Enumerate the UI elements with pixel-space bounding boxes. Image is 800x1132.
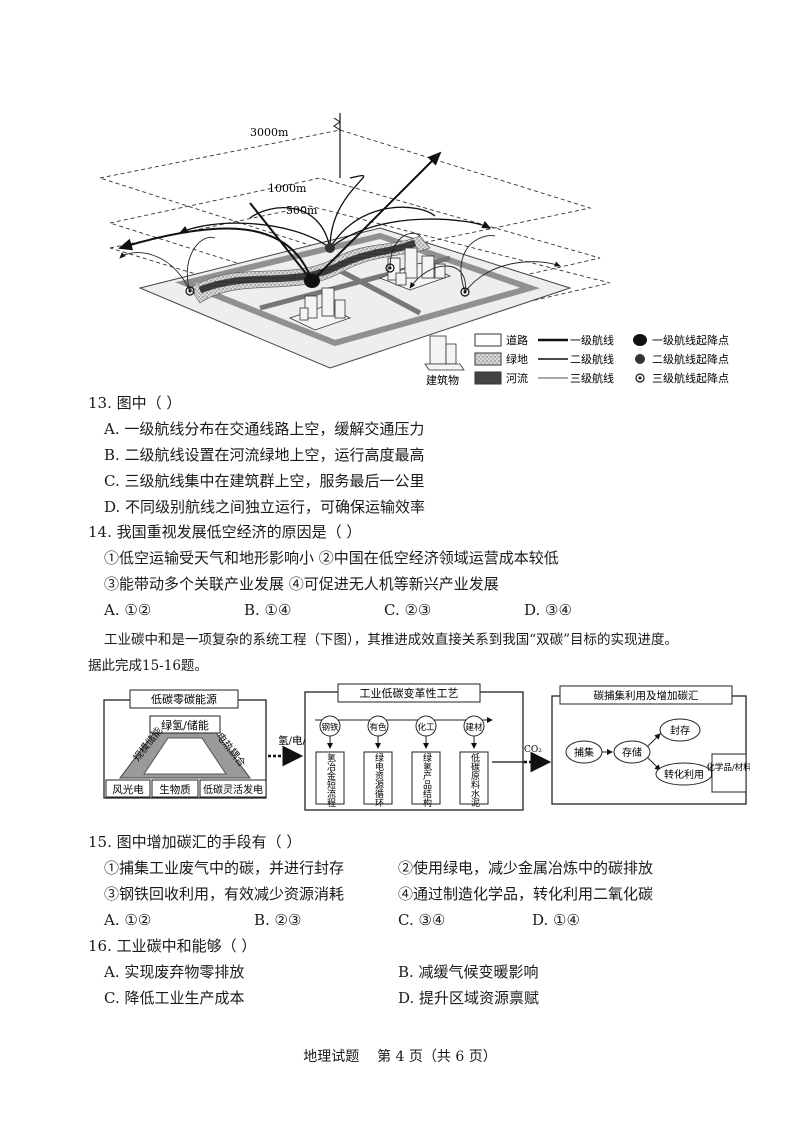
route-level-2: [178, 174, 492, 249]
q16-option-b: B. 减缓气候变暖影响: [398, 963, 539, 981]
q16-option-c: C. 降低工业生产成本: [104, 989, 245, 1007]
legend-point1: 一级航线起降点: [652, 333, 729, 347]
q14-stem: 14. 我国重视发展低空经济的原因是（ ）: [88, 523, 362, 541]
box1-title: 低碳零碳能源: [151, 692, 217, 706]
legend-river-swatch: [474, 371, 502, 385]
node-chemicals-box: [711, 753, 747, 793]
figure-airspace-routes: 3000m 1000m 500m 建筑物 道路 绿地 河流 一级航线 二级航线 …: [90, 108, 750, 398]
result-box-nonferrous: [363, 751, 393, 805]
q13-option-d: D. 不同级别航线之间独立运行，可确保运输效率: [104, 498, 426, 516]
green-hydrogen-box: [149, 715, 221, 734]
svg-text:捕集: 捕集: [574, 746, 594, 759]
legend-point2-swatch: [635, 354, 645, 364]
q16-option-a: A. 实现废弃物零排放: [104, 963, 245, 981]
level-1-point: [304, 274, 320, 288]
arrow2-label: CO₂: [524, 745, 542, 755]
result-box-chemical: [411, 751, 441, 805]
wind-solar-label: 风光电: [112, 783, 144, 796]
result-steel: 氢冶金短流程: [325, 752, 336, 808]
building-cluster-a: [288, 287, 352, 331]
node-storage: [613, 740, 651, 764]
green-hydrogen-label: 绿氢/储能: [161, 718, 209, 732]
carbon-system-diagram: 低碳零碳能源 绿氢/储能 规模储能 电热耦合 风光电 生物质 低碳灵活发电 氢/…: [103, 683, 752, 811]
legend-river: 河流: [506, 371, 528, 385]
level-3-point-b: [460, 287, 470, 297]
svg-text:封存: 封存: [670, 724, 690, 737]
q15-option-a: A. ①②: [104, 911, 152, 929]
q15-statement-3: ③钢铁回收利用，有效减少资源消耗: [104, 885, 345, 903]
wind-solar-box: [105, 779, 151, 798]
legend-green-swatch: [474, 352, 502, 366]
box3-title-frame: [559, 685, 733, 705]
q15-statement-2: ②使用绿电，减少金属冶炼中的碳排放: [398, 859, 654, 877]
flexible-power-label: 低碳灵活发电: [203, 783, 263, 796]
legend-green: 绿地: [506, 352, 528, 366]
route-level-1: [118, 151, 442, 282]
legend-road-swatch: [474, 333, 502, 347]
altitude-500: 500m: [286, 204, 318, 217]
level-3-point-a: [185, 286, 195, 296]
q14-option-a: A. ①②: [104, 601, 152, 619]
page-footer: 地理试题 第 4 页（共 6 页）: [303, 1049, 497, 1065]
figure-carbon-system: 低碳零碳能源 绿氢/储能 规模储能 电热耦合 风光电 生物质 低碳灵活发电 氢/…: [100, 682, 752, 817]
svg-text:钢铁: 钢铁: [321, 722, 339, 733]
q13-stem: 13. 图中（ ）: [88, 394, 182, 412]
box1-title-frame: [129, 689, 239, 709]
legend-point1-swatch: [633, 334, 647, 346]
q14-statement-1: ①低空运输受天气和地形影响小 ②中国在低空经济领域运营成本较低: [104, 549, 559, 567]
q15-option-d: D. ①④: [532, 911, 580, 929]
node-chemicals: 化学品/材料: [706, 762, 750, 773]
result-chemical: 绿氢产品结构: [421, 752, 432, 808]
svg-text:化工: 化工: [417, 722, 435, 733]
q15-statement-4: ④通过制造化学品，转化利用二氧化碳: [398, 885, 654, 903]
q14-option-b: B. ①④: [244, 601, 292, 619]
box2-title-frame: [337, 683, 481, 703]
q15-statement-1: ①捕集工业废气中的碳，并进行封存: [104, 859, 345, 877]
legend-line3: 三级航线: [570, 371, 614, 385]
legend-point3: 三级航线起降点: [652, 371, 729, 385]
level-3-point-c: [385, 263, 395, 273]
building-legend-icon: [424, 335, 465, 371]
box3-title: 碳捕集利用及增加碳汇: [594, 689, 699, 702]
svg-text:存储: 存储: [622, 746, 642, 759]
airspace-diagram: 3000m 1000m 500m 建筑物 道路 绿地 河流 一级航线 二级航线 …: [98, 113, 729, 387]
box2-title: 工业低碳变革性工艺: [360, 686, 459, 700]
flexible-power-box: [199, 779, 267, 798]
result-nonferrous: 绿电资源循环: [373, 752, 384, 808]
result-box-steel: [315, 751, 345, 805]
intro-line-2: 据此完成15-16题。: [88, 658, 208, 674]
node-sequestration: [659, 718, 701, 742]
legend-point2: 二级航线起降点: [652, 352, 729, 366]
legend-line1: 一级航线: [570, 333, 614, 347]
altitude-planes: [98, 129, 611, 334]
svg-text:转化利用: 转化利用: [664, 768, 704, 781]
level-2-point: [325, 243, 335, 253]
q14-option-c: C. ②③: [384, 601, 432, 619]
q14-option-d: D. ③④: [524, 601, 572, 619]
result-building-materials: 低碳原料水泥: [469, 752, 480, 808]
route-level-3: [119, 232, 561, 293]
industry-circles: 钢铁 有色 化工 建材: [319, 715, 485, 737]
altitude-1000: 1000m: [268, 182, 307, 195]
altitude-3000: 3000m: [250, 126, 289, 139]
legend-point3-swatch: [635, 373, 645, 383]
q15-option-c: C. ③④: [398, 911, 446, 929]
legend-road: 道路: [506, 333, 528, 347]
biomass-label: 生物质: [159, 783, 191, 796]
biomass-box: [151, 779, 199, 798]
legend-line2: 二级航线: [570, 352, 614, 366]
q15-option-b: B. ②③: [254, 911, 302, 929]
q14-statement-2: ③能带动多个关联产业发展 ④可促进无人机等新兴产业发展: [104, 575, 499, 593]
q16-stem: 16. 工业碳中和能够（ ）: [88, 937, 257, 955]
legend-building: 建筑物: [426, 373, 459, 387]
q13-option-c: C. 三级航线集中在建筑群上空，服务最后一公里: [104, 472, 425, 490]
q13-option-a: A. 一级航线分布在交通线路上空，缓解交通压力: [104, 420, 425, 438]
q13-option-b: B. 二级航线设置在河流绿地上空，运行高度最高: [104, 446, 425, 464]
svg-text:建材: 建材: [465, 722, 483, 733]
intro-line-1: 工业碳中和是一项复杂的系统工程（下图），其推进成效直接关系到我国“双碳”目标的实…: [104, 632, 679, 648]
q15-stem: 15. 图中增加碳汇的手段有（ ）: [88, 833, 302, 851]
result-box-building-materials: [459, 751, 489, 805]
svg-text:有色: 有色: [369, 722, 387, 733]
q16-option-d: D. 提升区域资源禀赋: [398, 989, 540, 1007]
